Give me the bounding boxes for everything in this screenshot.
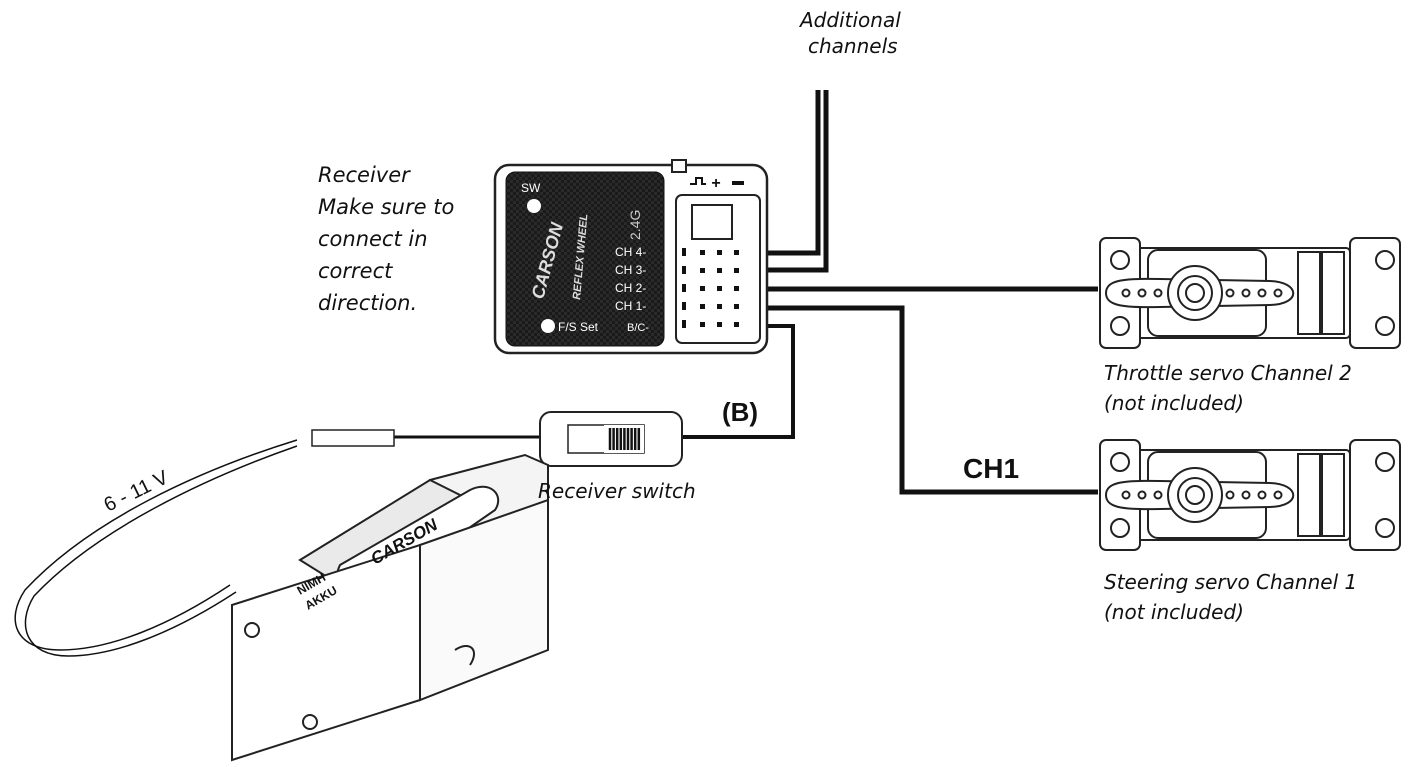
- receiver-sw-label: SW: [521, 181, 541, 195]
- receiver-switch-label: Receiver switch: [538, 479, 696, 503]
- ch1-marker: CH1: [963, 453, 1020, 484]
- throttle-servo-label: Throttle servo Channel 2 (not included): [1104, 358, 1352, 418]
- voltage-label: 6 - 11 V: [101, 466, 173, 516]
- header-slot: [682, 266, 686, 274]
- header-pin: [700, 268, 705, 273]
- wires: [14, 90, 1098, 657]
- throttle-servo-line-1: Throttle servo Channel 2: [1104, 361, 1352, 385]
- header-slot: [682, 248, 686, 256]
- steering-servo: [1099, 439, 1401, 551]
- receiver-note-line-1: Receiver: [318, 163, 410, 187]
- header-pin: [700, 286, 705, 291]
- header-pin: [717, 304, 722, 309]
- header-pin: [734, 304, 739, 309]
- receiver-note-line-4: correct: [318, 258, 393, 283]
- header-pin: [734, 322, 739, 327]
- battery-holder: [231, 453, 549, 762]
- battery-plug: [311, 429, 395, 447]
- receiver-ch4: CH 4-: [615, 245, 646, 259]
- header-pin: [734, 268, 739, 273]
- receiver-note-line-5: direction.: [318, 290, 418, 315]
- battery-lead-2: [24, 445, 298, 657]
- header-slot: [682, 284, 686, 292]
- header-pin: [717, 268, 722, 273]
- header-pin: [734, 286, 739, 291]
- receiver-note: Receiver Make sure to connect in correct…: [318, 160, 454, 320]
- receiver-ch3: CH 3-: [615, 263, 646, 277]
- additional-channels-label: Additional channels: [800, 8, 901, 59]
- throttle-servo: [1099, 237, 1401, 349]
- sw-button[interactable]: [527, 199, 541, 213]
- b-marker: (B): [722, 397, 759, 427]
- additional-channels-wire-2: [760, 90, 829, 273]
- steering-servo-line-2: (not included): [1104, 600, 1244, 624]
- additional-channels-line-1: Additional: [800, 8, 901, 32]
- steering-wire: [760, 305, 1098, 495]
- receiver-switch[interactable]: [539, 411, 683, 467]
- battery-wire: [682, 324, 795, 439]
- receiver-bc: B/C-: [627, 322, 649, 334]
- steering-servo-label: Steering servo Channel 1 (not included): [1104, 567, 1357, 627]
- fs-set-button[interactable]: [541, 319, 555, 333]
- header-pin: [700, 322, 705, 327]
- header-pin: [734, 250, 739, 255]
- header-pin: [700, 304, 705, 309]
- header-pin: [717, 322, 722, 327]
- receiver-note-line-3: connect in: [318, 226, 428, 251]
- additional-channels-wire: [760, 90, 821, 256]
- receiver-ch2: CH 2-: [615, 281, 646, 295]
- svg-text:+: +: [711, 175, 720, 192]
- header-pin: [717, 250, 722, 255]
- receiver-ch1: CH 1-: [615, 299, 646, 313]
- throttle-servo-line-2: (not included): [1104, 391, 1244, 415]
- header-slot: [682, 320, 686, 328]
- additional-channels-line-2: channels: [808, 33, 898, 58]
- steering-servo-line-1: Steering servo Channel 1: [1104, 570, 1358, 594]
- receiver-note-line-2: Make sure to: [318, 194, 455, 219]
- receiver: +: [493, 159, 769, 355]
- header-pin: [717, 286, 722, 291]
- receiver-fs-label: F/S Set: [558, 320, 599, 334]
- receiver-band: 2.4G: [627, 210, 643, 240]
- header-slot: [682, 302, 686, 310]
- battery-lead-1: [14, 439, 298, 651]
- header-pin: [700, 250, 705, 255]
